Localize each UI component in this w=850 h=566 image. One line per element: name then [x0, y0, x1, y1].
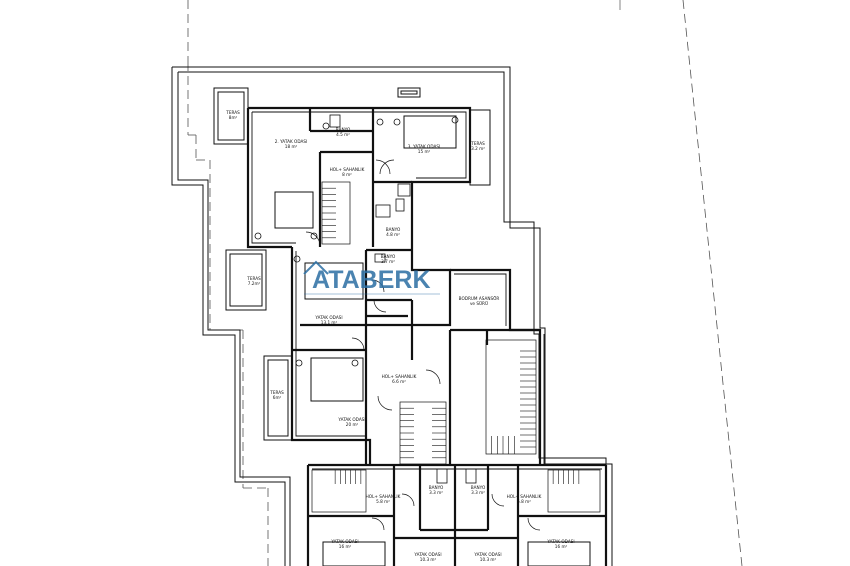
room-area: 20 m² [346, 422, 359, 427]
room-name: HOL+ SAHANLIK [330, 167, 365, 172]
room-area: 3.3 m² [471, 490, 485, 495]
room-area: 3.7 m² [381, 259, 395, 264]
room-name: YATAK ODASI [546, 539, 574, 544]
room-area: 4.8 m² [386, 232, 400, 237]
room-name: BANYO [471, 485, 486, 490]
room-name: YATAK ODASI [413, 552, 441, 557]
room-name: YATAK ODASI [314, 315, 342, 320]
watermark: ATABERK [303, 260, 440, 295]
room-name: 3. YATAK ODASI [408, 144, 440, 149]
bathroom-fixtures [254, 114, 477, 484]
room-name: TERAS [246, 276, 261, 281]
room-name: YATAK ODASI [330, 539, 358, 544]
room-area: 5.8 m² [376, 499, 390, 504]
room-name: BODRUM ASANSÖR [459, 296, 500, 301]
plot-boundary [187, 0, 743, 566]
room-area: 3.2 m² [471, 146, 485, 151]
room-name: TERAS [269, 390, 284, 395]
room-name: HOL+ SAHANLIK [382, 374, 417, 379]
beds [274, 115, 591, 566]
room-area: 8m² [229, 115, 238, 120]
room-name: 2. YATAK ODASI [275, 139, 307, 144]
room-name: TERAS [470, 141, 485, 146]
room-name: TERAS [225, 110, 240, 115]
room-name: BANYO [381, 254, 396, 259]
room-area: 10.3 m² [420, 557, 437, 562]
watermark-house-icon [303, 260, 329, 275]
room-name: YATAK ODASI [473, 552, 501, 557]
room-name: HOL+ SAHANLIK [366, 494, 401, 499]
room-area: 16 m² [339, 544, 352, 549]
room-area: 15 m² [418, 149, 431, 154]
room-area: 3.3 m² [429, 490, 443, 495]
room-name: BANYO [336, 127, 351, 132]
room-area: 5.8 m² [517, 499, 531, 504]
room-area: 6.6 m² [392, 379, 406, 384]
room-name: YATAK ODASI [337, 417, 365, 422]
room-area: 16 m² [555, 544, 568, 549]
room-area: ve SÜRÜ [470, 301, 488, 306]
stair-steps [322, 187, 580, 484]
room-labels: TERAS 8m² 2. YATAK ODASI 18 m² BANYO 4.5… [225, 110, 574, 562]
watermark-text: ATABERK [312, 266, 431, 294]
door-swings [305, 159, 541, 531]
building-walls [246, 106, 608, 566]
room-name: HOL+ SAHANLIK [507, 494, 542, 499]
room-area: 18 m² [285, 144, 298, 149]
room-area: 7.2m² [248, 281, 261, 286]
room-name: BANYO [386, 227, 401, 232]
small-terraces [213, 87, 491, 441]
room-area: 13.1 m² [321, 320, 338, 325]
room-name: BANYO [429, 485, 444, 490]
room-area: 4.5 m² [336, 132, 350, 137]
room-area: 8 m² [342, 172, 352, 177]
room-area: 10.3 m² [480, 557, 497, 562]
stairs [311, 181, 601, 513]
inner-wall-lines [251, 111, 602, 470]
room-area: 6m² [273, 395, 282, 400]
